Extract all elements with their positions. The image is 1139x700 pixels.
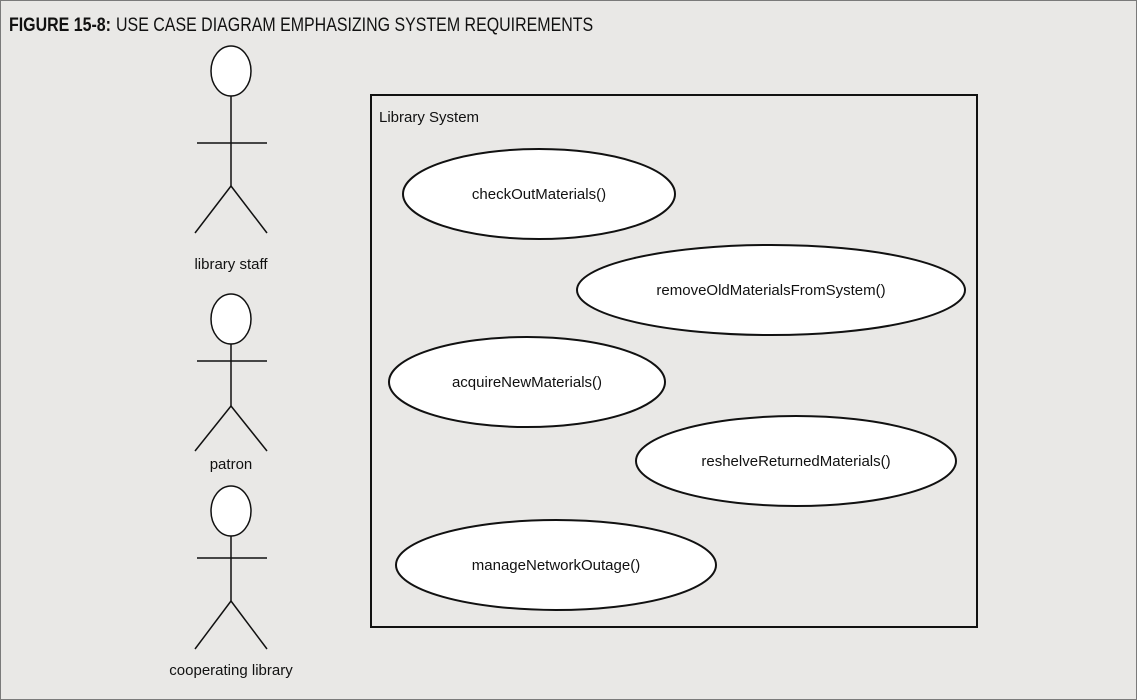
actor-right-leg — [230, 405, 268, 452]
use-case-ellipse — [576, 244, 966, 336]
actor-right-leg — [230, 185, 268, 234]
system-boundary — [370, 94, 978, 628]
use-case-label: removeOldMaterialsFromSystem() — [656, 282, 885, 299]
actor-label: library staff — [194, 256, 268, 273]
figure-title: USE CASE DIAGRAM EMPHASIZING SYSTEM REQU… — [116, 15, 594, 36]
actor-left-leg — [194, 600, 232, 650]
use-case-check-out-materials: checkOutMaterials() — [402, 148, 676, 240]
use-case-label: checkOutMaterials() — [472, 186, 606, 203]
use-case-ellipse — [388, 336, 666, 428]
actor-cooperating-library — [194, 485, 268, 650]
use-case-ellipse — [402, 148, 676, 240]
actor-right-leg — [230, 600, 268, 650]
use-case-label: manageNetworkOutage() — [472, 557, 640, 574]
use-case-acquire-new-materials: acquireNewMaterials() — [388, 336, 666, 428]
use-case-label: acquireNewMaterials() — [452, 374, 602, 391]
use-case-reshelve-returned-materials: reshelveReturnedMaterials() — [635, 415, 957, 507]
actor-left-leg — [194, 185, 232, 234]
use-case-ellipse — [635, 415, 957, 507]
use-case-manage-network-outage: manageNetworkOutage() — [395, 519, 717, 611]
actor-head — [210, 293, 252, 345]
actor-head — [210, 45, 252, 97]
actor-head — [210, 485, 252, 537]
figure-number: FIGURE 15-8: — [9, 15, 111, 36]
use-case-remove-old-materials: removeOldMaterialsFromSystem() — [576, 244, 966, 336]
actor-label: cooperating library — [169, 662, 293, 679]
system-name: Library System — [379, 109, 479, 126]
use-case-ellipse — [395, 519, 717, 611]
figure-caption: FIGURE 15-8:USE CASE DIAGRAM EMPHASIZING… — [9, 15, 593, 37]
use-case-label: reshelveReturnedMaterials() — [701, 453, 890, 470]
actor-label: patron — [210, 456, 253, 473]
actor-library-staff — [194, 45, 268, 234]
actor-patron — [194, 293, 268, 452]
actor-left-leg — [194, 405, 232, 452]
